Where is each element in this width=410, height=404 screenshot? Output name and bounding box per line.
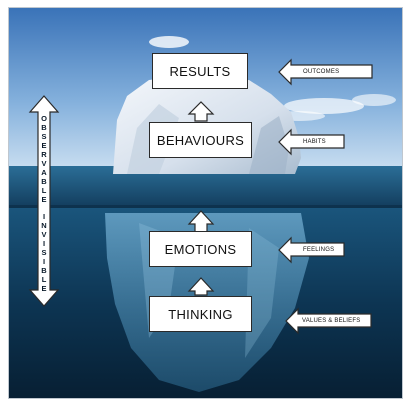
- values-beliefs-label: VALUES & BELIEFS: [302, 317, 361, 324]
- thinking-box: THINKING: [149, 296, 252, 332]
- feelings-label: FEELINGS: [303, 246, 335, 253]
- habits-label: HABITS: [303, 138, 326, 145]
- outcomes-label: OUTCOMES: [303, 68, 340, 75]
- behaviours-box: BEHAVIOURS: [149, 122, 252, 158]
- iceberg-diagram: RESULTS BEHAVIOURS EMOTIONS THINKING OUT…: [8, 7, 403, 399]
- results-box: RESULTS: [152, 53, 248, 89]
- emotions-box: EMOTIONS: [149, 231, 252, 267]
